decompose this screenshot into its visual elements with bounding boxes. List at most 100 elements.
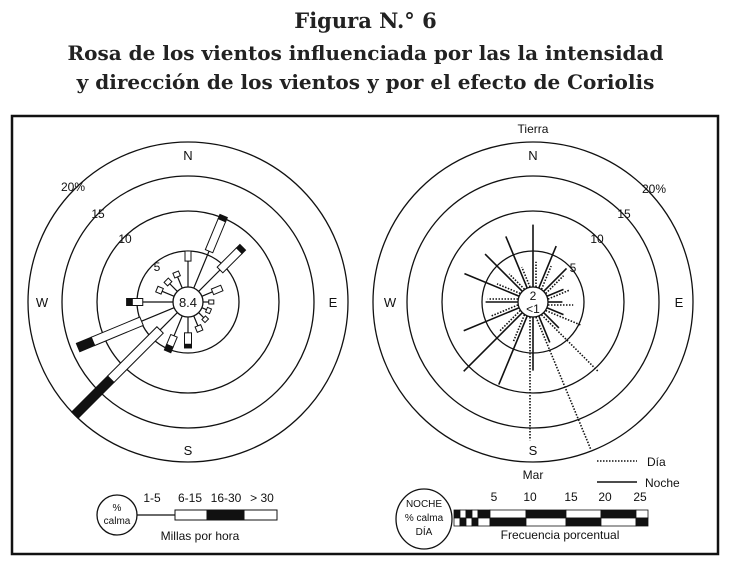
noche-spoke <box>464 272 520 297</box>
wind-spoke <box>201 306 213 315</box>
compass-e: E <box>675 295 684 310</box>
wind-spoke <box>163 315 183 354</box>
freq-bar-noche-cell <box>453 509 461 519</box>
wind-spoke <box>184 317 192 349</box>
range-16-30-swatch <box>206 509 245 521</box>
dia-spoke <box>545 309 582 326</box>
speed-segment-light <box>172 270 182 279</box>
speed-segment-light <box>163 277 173 287</box>
noche-spoke <box>538 245 557 289</box>
noche-spoke <box>543 267 568 292</box>
calm-circle <box>172 286 204 318</box>
noche-spoke <box>505 236 528 289</box>
spoke-line <box>177 276 183 289</box>
noche-spoke <box>463 312 523 372</box>
wind-spoke <box>198 312 210 324</box>
noche-spoke <box>463 307 520 332</box>
spoke-line <box>169 283 178 292</box>
freq-bar-noche-cell <box>600 509 637 519</box>
spoke-line <box>173 315 183 337</box>
speed-segment-16-30 <box>184 343 192 349</box>
ring-label-15: 15 <box>91 207 105 221</box>
figure-frame <box>10 114 720 556</box>
wind-spoke <box>155 285 175 297</box>
dia-spoke <box>508 273 526 290</box>
compass-n: N <box>183 148 192 163</box>
speed-segment-light <box>131 298 144 306</box>
noche-spoke <box>546 307 564 316</box>
ring-label-5: 5 <box>154 260 161 274</box>
noche-legend-label: Noche <box>645 476 680 490</box>
freq-bar-dia-cell <box>459 517 467 527</box>
spoke-line <box>141 307 175 322</box>
ring-label-20: 20% <box>642 182 666 196</box>
speed-segment-light <box>204 306 213 315</box>
freq-bar-noche-cell <box>459 509 467 519</box>
noche-spoke <box>484 253 523 292</box>
speed-segment-light <box>194 324 204 333</box>
figure-title-line1: Rosa de los vientos influenciada por las… <box>67 41 664 65</box>
speed-segment-light <box>210 284 224 296</box>
freq-bar-noche-cell <box>471 509 479 519</box>
speed-segment-light <box>208 299 215 305</box>
calm-legend-calma: % calma <box>405 513 444 524</box>
freq-bar-dia-cell <box>600 517 637 527</box>
calm-legend-line1: % <box>113 503 122 514</box>
dia-spoke <box>547 289 571 300</box>
calm-legend-dia: DÍA <box>416 525 433 538</box>
ring-20 <box>27 141 349 463</box>
dia-legend-label: Día <box>647 455 666 469</box>
noche-spoke <box>543 312 560 329</box>
calm-legend-noche: NOCHE <box>406 499 442 510</box>
ring-20 <box>372 141 694 463</box>
freq-bar-dia-cell <box>471 517 479 527</box>
dia-spoke <box>496 283 521 295</box>
compass-w: W <box>36 295 49 310</box>
freq-bar-noche-cell <box>465 509 473 519</box>
freq-tick-label: 20 <box>598 490 612 504</box>
range-30-swatch <box>243 509 278 521</box>
speed-segment-light <box>184 332 192 345</box>
wind-spoke <box>126 298 173 306</box>
freq-bar-noche-cell <box>525 509 567 519</box>
noche-spoke <box>498 315 528 385</box>
noche-spoke <box>538 315 551 343</box>
land-label: Tierra <box>518 122 549 136</box>
spoke-line <box>201 307 207 311</box>
ring-label-15: 15 <box>617 207 631 221</box>
calm-dia-value: <1 <box>526 302 540 316</box>
speed-legend-caption: Millas por hora <box>161 529 240 543</box>
dia-spoke <box>545 275 565 295</box>
calm-noche-value: 2 <box>530 289 537 303</box>
ring-15 <box>61 175 315 429</box>
freq-tick-label: 25 <box>633 490 647 504</box>
spoke-line <box>198 312 205 319</box>
wind-spoke <box>163 277 178 292</box>
ring-label-5: 5 <box>570 261 577 275</box>
left-wind-rose: 8.4 N E S W 5 10 15 20% <box>27 141 349 463</box>
ring-label-20: 20% <box>61 180 85 194</box>
speed-segment-light <box>201 315 210 324</box>
freq-bar-dia-cell <box>489 517 527 527</box>
compass-s: S <box>184 443 193 458</box>
compass-n: N <box>528 148 537 163</box>
speed-segment-light <box>184 250 192 262</box>
speed-segment-light <box>204 217 227 254</box>
spoke-line <box>201 291 213 297</box>
freq-bar-noche-cell <box>477 509 491 519</box>
compass-s: S <box>529 443 538 458</box>
range-label: > 30 <box>250 491 274 505</box>
wind-spoke <box>198 243 247 292</box>
speed-legend: % calma 1-5 6-15 16-30 > 30 Millas por h… <box>96 491 278 543</box>
ring-label-10: 10 <box>590 232 604 246</box>
wind-spoke <box>193 315 204 333</box>
dia-spoke <box>499 309 521 332</box>
compass-e: E <box>329 295 338 310</box>
range-label: 16-30 <box>211 491 242 505</box>
freq-bar-dia-cell <box>465 517 473 527</box>
speed-segment-16-30 <box>70 375 115 420</box>
spoke-line <box>193 315 199 327</box>
dia-spoke <box>491 304 519 317</box>
wind-spoke <box>184 250 192 287</box>
